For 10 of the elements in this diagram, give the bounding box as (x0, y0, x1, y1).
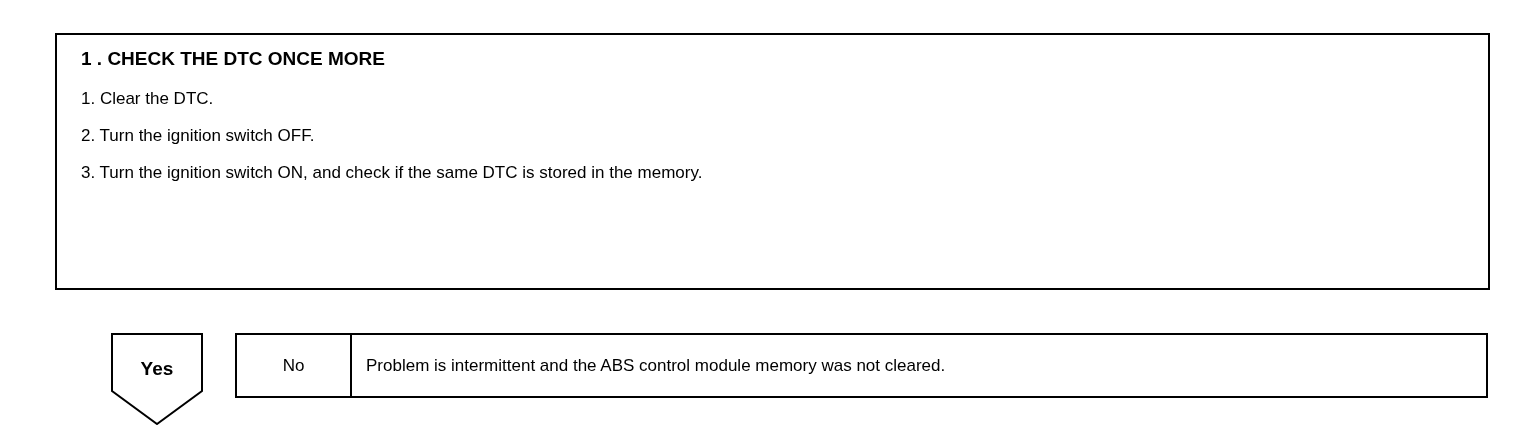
result-text: Problem is intermittent and the ABS control module memory was not cleared. (366, 354, 946, 377)
step-instruction: 2. Turn the ignition switch OFF. (81, 124, 316, 147)
yes-label: Yes (139, 357, 175, 381)
step-heading: 1 . CHECK THE DTC ONCE MORE (81, 47, 387, 71)
step-instruction: 3. Turn the ignition switch ON, and check if the same DTC is stored in the memory. (81, 161, 704, 184)
step-instruction: 1. Clear the DTC. (81, 87, 215, 110)
step-box (55, 33, 1490, 290)
answer-label: No (282, 354, 305, 377)
yes-arrow-shape (111, 333, 203, 425)
result-box (235, 333, 1488, 398)
